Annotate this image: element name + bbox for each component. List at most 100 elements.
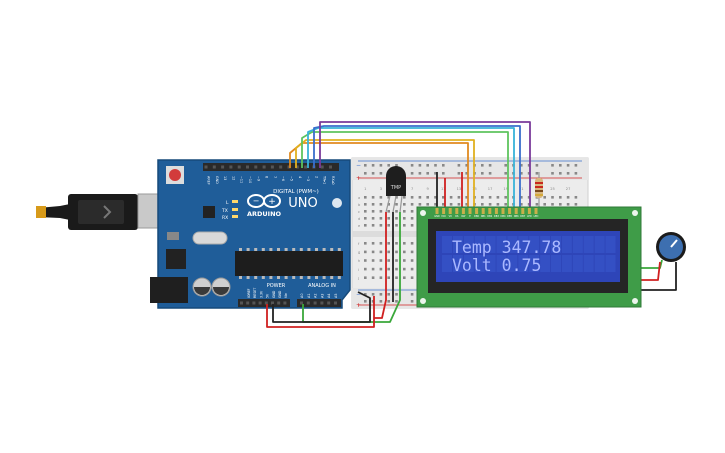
terminal-hole[interactable] [395, 210, 398, 213]
terminal-hole[interactable] [434, 196, 437, 199]
terminal-hole[interactable] [395, 224, 398, 227]
digital-pin-hole[interactable] [254, 165, 258, 169]
terminal-hole[interactable] [426, 196, 429, 199]
power-pin-hole[interactable] [264, 301, 268, 305]
lcd-pin[interactable] [481, 208, 485, 214]
terminal-hole[interactable] [364, 250, 367, 254]
rail-hole[interactable] [364, 172, 367, 175]
terminal-hole[interactable] [488, 203, 492, 206]
rail-hole[interactable] [481, 164, 484, 167]
terminal-hole[interactable] [543, 203, 546, 206]
rail-hole[interactable] [535, 172, 539, 175]
wire-red-5v[interactable] [266, 296, 375, 328]
terminal-hole[interactable] [465, 196, 468, 199]
terminal-hole[interactable] [371, 276, 375, 279]
resistor[interactable] [535, 172, 543, 208]
rail-hole[interactable] [535, 164, 539, 167]
digital-pin-hole[interactable] [262, 165, 266, 169]
terminal-hole[interactable] [520, 196, 523, 199]
rail-hole[interactable] [379, 164, 383, 167]
digital-pin-hole[interactable] [221, 165, 225, 169]
power-pin-hole[interactable] [246, 301, 250, 305]
rail-hole[interactable] [387, 293, 390, 296]
terminal-hole[interactable] [371, 250, 375, 254]
digital-pin-hole[interactable] [212, 165, 216, 169]
terminal-hole[interactable] [496, 203, 500, 206]
power-pin-hole[interactable] [252, 301, 256, 305]
lcd-pin[interactable] [488, 208, 492, 214]
terminal-hole[interactable] [379, 196, 383, 199]
rail-hole[interactable] [410, 172, 414, 175]
terminal-hole[interactable] [410, 224, 414, 227]
digital-pin-hole[interactable] [287, 165, 291, 169]
terminal-hole[interactable] [418, 196, 422, 199]
digital-pin-hole[interactable] [295, 165, 299, 169]
wire-blue[interactable] [313, 125, 521, 222]
terminal-hole[interactable] [488, 196, 492, 199]
lcd-pin[interactable] [508, 208, 512, 214]
terminal-hole[interactable] [559, 203, 562, 206]
terminal-hole[interactable] [449, 196, 453, 199]
terminal-hole[interactable] [379, 217, 383, 220]
terminal-hole[interactable] [465, 203, 468, 206]
terminal-hole[interactable] [559, 196, 562, 199]
rail-hole[interactable] [574, 164, 578, 167]
rail-hole[interactable] [504, 172, 507, 175]
analog-pin-hole[interactable] [306, 301, 310, 305]
terminal-hole[interactable] [395, 267, 398, 271]
temperature-sensor[interactable]: TMP [385, 166, 406, 213]
wire-black-gnd[interactable] [272, 291, 371, 323]
terminal-hole[interactable] [504, 196, 507, 199]
rail-hole[interactable] [371, 164, 375, 167]
analog-header[interactable] [297, 299, 341, 307]
rail-hole[interactable] [559, 164, 562, 167]
wire-red-pot[interactable] [636, 261, 661, 281]
rail-hole[interactable] [434, 172, 437, 175]
rail-hole[interactable] [465, 172, 468, 175]
terminal-hole[interactable] [395, 276, 398, 279]
terminal-hole[interactable] [410, 276, 414, 279]
terminal-hole[interactable] [364, 267, 367, 271]
power-header[interactable] [238, 299, 290, 307]
rail-hole[interactable] [481, 172, 484, 175]
terminal-hole[interactable] [481, 196, 484, 199]
terminal-hole[interactable] [403, 259, 406, 262]
terminal-hole[interactable] [551, 196, 554, 199]
terminal-hole[interactable] [364, 203, 367, 206]
rail-hole[interactable] [364, 293, 367, 296]
rail-hole[interactable] [395, 164, 398, 167]
terminal-hole[interactable] [371, 224, 375, 227]
lcd-pin[interactable] [501, 208, 505, 214]
rail-hole[interactable] [426, 164, 429, 167]
rail-hole[interactable] [364, 164, 367, 167]
analog-pin-hole[interactable] [327, 301, 331, 305]
wire-black-pot[interactable] [636, 262, 677, 291]
terminal-hole[interactable] [371, 210, 375, 213]
rail-hole[interactable] [434, 164, 437, 167]
digital-pin-hole[interactable] [246, 165, 249, 169]
lcd-pin[interactable] [455, 208, 459, 214]
terminal-hole[interactable] [387, 217, 390, 220]
terminal-hole[interactable] [403, 276, 406, 279]
rail-hole[interactable] [364, 300, 367, 303]
terminal-hole[interactable] [371, 196, 375, 199]
analog-pin-hole[interactable] [300, 301, 303, 305]
rail-hole[interactable] [457, 172, 461, 175]
terminal-hole[interactable] [379, 224, 383, 227]
lcd-pin[interactable] [534, 208, 538, 214]
lcd-pin[interactable] [521, 208, 525, 214]
wire-green-sensor-out[interactable] [302, 212, 401, 323]
rail-hole[interactable] [379, 172, 383, 175]
rail-hole[interactable] [387, 300, 390, 303]
terminal-hole[interactable] [520, 203, 523, 206]
analog-pin-hole[interactable] [334, 301, 337, 305]
wire-yellow[interactable] [295, 139, 475, 222]
terminal-hole[interactable] [403, 224, 406, 227]
power-pin-hole[interactable] [271, 301, 274, 305]
analog-pin-hole[interactable] [320, 301, 324, 305]
terminal-hole[interactable] [481, 203, 484, 206]
lcd-pin[interactable] [435, 208, 439, 214]
